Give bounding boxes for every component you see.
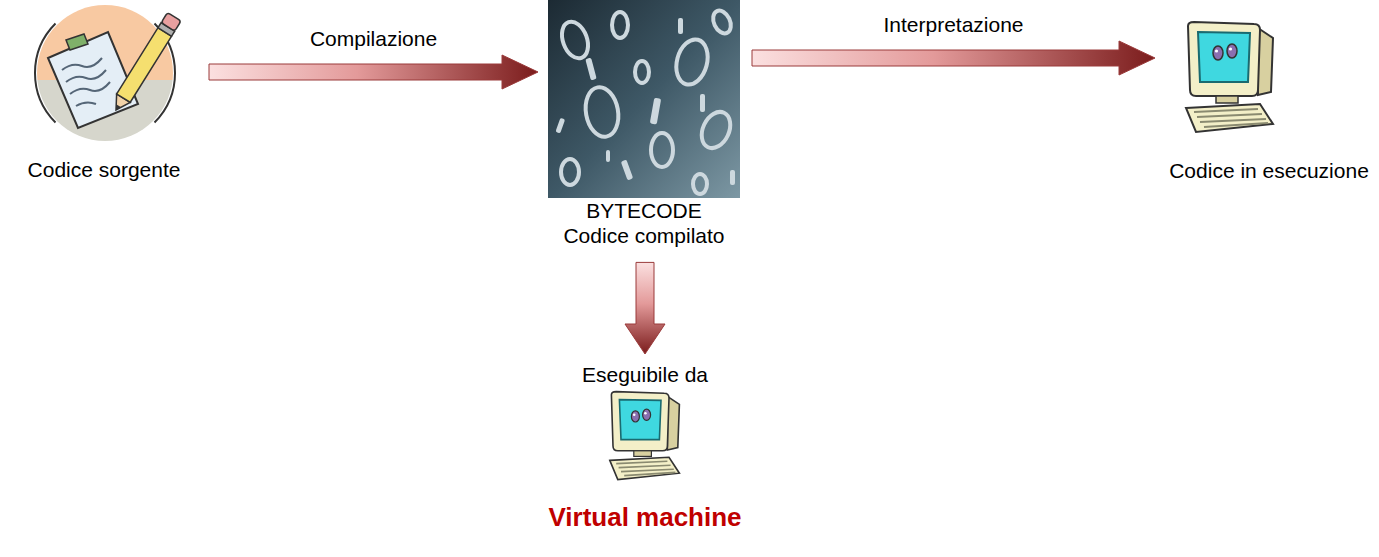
block-arrow xyxy=(752,41,1155,75)
node-label: Virtual machine xyxy=(548,502,741,533)
arrow-label: Eseguibile da xyxy=(579,362,711,387)
binary-image xyxy=(548,0,740,198)
node-box: Codice sorgente xyxy=(9,5,199,186)
node-text-group: BYTECODECodice compilato xyxy=(546,198,742,248)
node-box: Codice in esecuzione xyxy=(1163,18,1375,187)
node-sublabel: Codice compilato xyxy=(563,223,724,248)
node-label: Codice sorgente xyxy=(28,157,181,182)
computer-icon xyxy=(610,392,680,480)
node-label: Codice in esecuzione xyxy=(1169,158,1369,183)
block-arrow xyxy=(625,262,665,354)
block-arrow xyxy=(209,55,538,89)
node-text-group: Virtual machine xyxy=(542,502,748,533)
node-text-group: Codice in esecuzione xyxy=(1163,158,1375,183)
node-box: BYTECODECodice compilato xyxy=(546,0,742,252)
source-code-icon xyxy=(30,0,181,150)
arrow-label: Compilazione xyxy=(307,26,440,51)
node-label: BYTECODE xyxy=(586,198,702,223)
computer-icon xyxy=(1186,22,1273,132)
arrow-label: Interpretazione xyxy=(880,12,1026,37)
node-text-group: Codice sorgente xyxy=(9,157,199,182)
